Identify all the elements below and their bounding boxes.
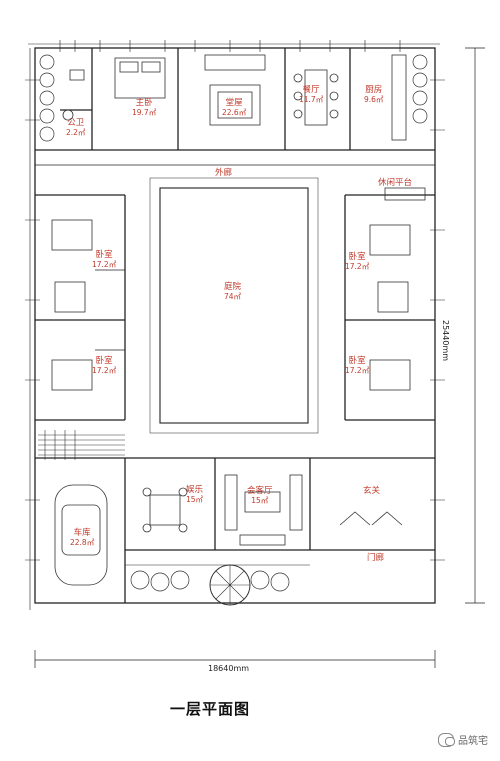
room-reception: 会客厅 15㎡: [247, 486, 273, 506]
room-name: 堂屋: [225, 98, 243, 108]
room-name: 门廊: [367, 553, 385, 563]
room-area: 15㎡: [186, 495, 204, 504]
room-kitchen: 厨房 9.6㎡: [364, 85, 383, 105]
room-name: 休闲平台: [378, 178, 413, 188]
room-area: 17.2㎡: [92, 260, 117, 269]
room-name: 庭院: [224, 282, 242, 292]
watermark: 品筑宅: [438, 732, 488, 747]
room-area: 17.2㎡: [345, 366, 370, 375]
room-bedroom-left-1: 卧室 17.2㎡: [92, 250, 116, 270]
room-name: 公卫: [67, 118, 85, 128]
room-area: 2.2㎡: [66, 128, 86, 137]
room-courtyard: 庭院 74㎡: [224, 282, 241, 302]
room-bathroom: 公卫 2.2㎡: [66, 118, 85, 138]
room-name: 娱乐: [186, 485, 204, 495]
room-area: 17.2㎡: [92, 366, 117, 375]
courtyard-outline: [159, 187, 309, 424]
room-garage: 车库 22.8㎡: [70, 528, 94, 548]
room-area: 15㎡: [251, 496, 269, 505]
watermark-text: 品筑宅: [458, 736, 488, 747]
room-foyer: 玄关: [363, 486, 380, 496]
room-name: 卧室: [348, 252, 366, 262]
plan-title: 一层平面图: [170, 700, 251, 718]
room-leisure-platform: 休闲平台: [378, 178, 412, 188]
room-area: 22.8㎡: [70, 538, 95, 547]
room-master-bedroom: 主卧 19.7㎡: [132, 98, 156, 118]
room-name: 卧室: [95, 250, 113, 260]
room-entertainment: 娱乐 15㎡: [186, 485, 203, 505]
room-name: 主卧: [135, 98, 153, 108]
room-bedroom-left-2: 卧室 17.2㎡: [92, 356, 116, 376]
room-bedroom-right-2: 卧室 17.2㎡: [345, 356, 369, 376]
room-area: 22.6㎡: [222, 108, 247, 117]
room-area: 19.7㎡: [132, 108, 157, 117]
room-area: 17.2㎡: [345, 262, 370, 271]
room-dining: 餐厅 11.7㎡: [299, 85, 323, 105]
room-name: 餐厅: [302, 85, 320, 95]
room-area: 11.7㎡: [299, 95, 324, 104]
outer-wall: [34, 47, 436, 604]
chat-logo-icon: [438, 732, 455, 747]
room-gate-corridor: 门廊: [367, 553, 384, 563]
room-name: 外廊: [215, 168, 233, 178]
room-name: 卧室: [95, 356, 113, 366]
room-bedroom-right-1: 卧室 17.2㎡: [345, 252, 369, 272]
room-hall: 堂屋 22.6㎡: [222, 98, 246, 118]
room-name: 玄关: [363, 486, 381, 496]
room-name: 车库: [73, 528, 91, 538]
room-area: 74㎡: [224, 292, 242, 301]
room-name: 卧室: [348, 356, 366, 366]
depth-dimension: 25440mm: [441, 320, 450, 362]
width-dimension: 18640mm: [208, 664, 250, 673]
room-area: 9.6㎡: [364, 95, 384, 104]
room-name: 厨房: [365, 85, 383, 95]
room-outer-corridor: 外廊: [215, 168, 232, 178]
room-name: 会客厅: [247, 486, 273, 496]
